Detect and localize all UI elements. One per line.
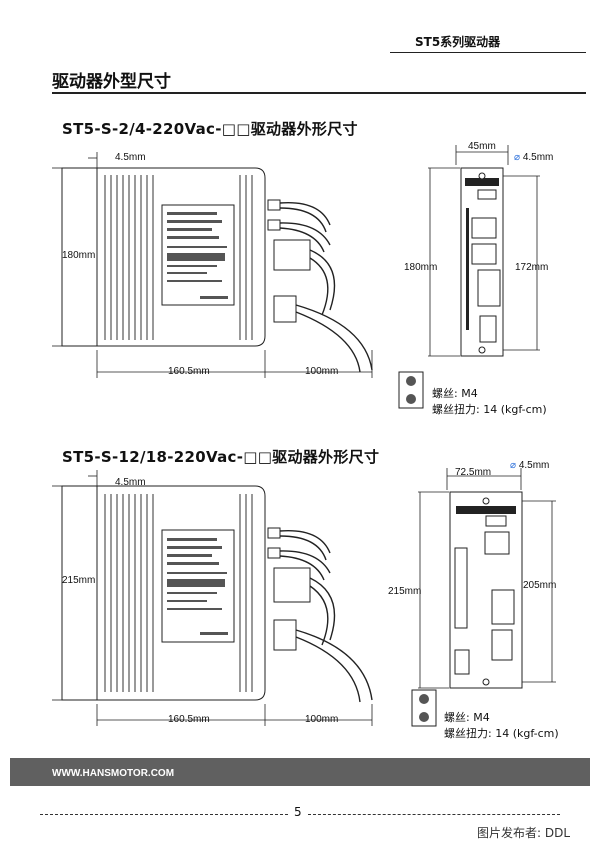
drive-a-front-height-dim: 180mm bbox=[404, 262, 438, 273]
drive-a-title: ST5-S-2/4-220Vac-□□驱动器外形尺寸 bbox=[62, 120, 358, 138]
page-rule-left bbox=[40, 814, 288, 815]
watermark: 图片发布者: DDL bbox=[477, 826, 571, 840]
drive-a-torque-spec: 螺丝扭力: 14 (kgf-cm) bbox=[432, 403, 547, 416]
drive-a-hole-dim: ⌀ 4.5mm bbox=[514, 152, 554, 163]
series-title: ST5系列驱动器 bbox=[415, 35, 501, 49]
drive-b-side-view bbox=[52, 470, 373, 726]
drive-a-offset-dim: 4.5mm bbox=[115, 152, 146, 163]
drive-b-hole-dim: ⌀ 4.5mm bbox=[510, 460, 550, 471]
section-rule bbox=[52, 92, 586, 94]
drive-a-cable-dim: 100mm bbox=[305, 366, 339, 377]
drive-b-offset-dim: 4.5mm bbox=[115, 477, 146, 488]
drive-a-side-view bbox=[52, 152, 373, 378]
section-title: 驱动器外型尺寸 bbox=[52, 72, 171, 92]
drive-a-screw-spec: 螺丝: M4 bbox=[432, 387, 478, 400]
drive-a-front-width-dim: 45mm bbox=[468, 141, 496, 152]
drive-a-height-dim: 180mm bbox=[62, 250, 96, 261]
drive-b-front-view bbox=[411, 468, 556, 727]
drive-b-mount-height-dim: 205mm bbox=[523, 580, 557, 591]
drive-b-height-dim: 215mm bbox=[62, 575, 96, 586]
drive-a-front-view bbox=[398, 145, 540, 409]
drive-a-mount-height-dim: 172mm bbox=[515, 262, 549, 273]
drive-b-front-height-dim: 215mm bbox=[388, 586, 422, 597]
drive-b-screw-spec: 螺丝: M4 bbox=[444, 711, 490, 724]
drive-a-depth-dim: 160.5mm bbox=[168, 366, 210, 377]
drive-b-torque-spec: 螺丝扭力: 14 (kgf-cm) bbox=[444, 727, 559, 740]
page-number: 5 bbox=[294, 805, 302, 819]
drive-b-depth-dim: 160.5mm bbox=[168, 714, 210, 725]
drive-b-front-width-dim: 72.5mm bbox=[455, 467, 492, 478]
page-rule-right bbox=[308, 814, 560, 815]
footer-url: WWW.HANSMOTOR.COM bbox=[52, 768, 175, 779]
header-rule bbox=[390, 52, 586, 53]
footer-band bbox=[10, 758, 590, 786]
drive-b-title: ST5-S-12/18-220Vac-□□驱动器外形尺寸 bbox=[62, 448, 380, 466]
drive-b-cable-dim: 100mm bbox=[305, 714, 339, 725]
